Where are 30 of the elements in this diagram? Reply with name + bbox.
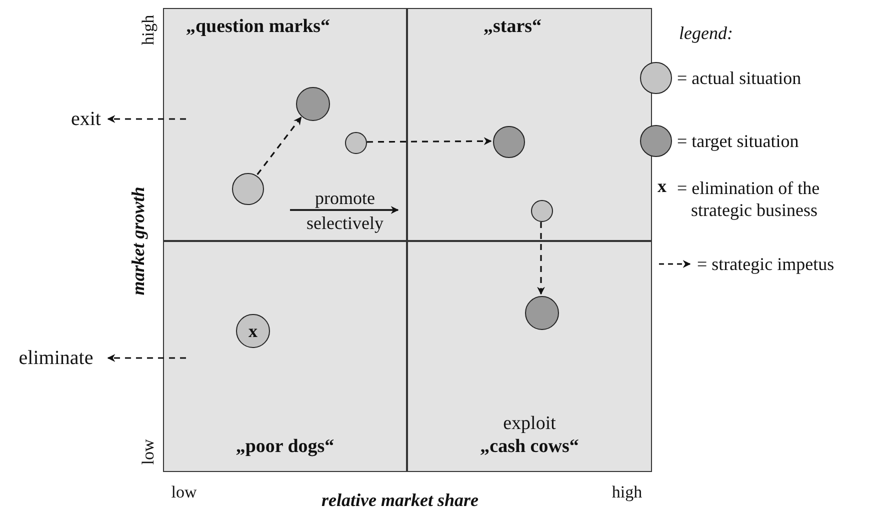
dashed-arrow xyxy=(256,116,302,175)
quadrant-box xyxy=(407,241,652,472)
axis-label: low xyxy=(140,439,156,465)
axis-label: high xyxy=(612,484,642,500)
dashed-arrow xyxy=(107,115,186,123)
quadrant-title: „poor dogs“ xyxy=(236,435,334,459)
dashed-arrow xyxy=(537,222,545,295)
legend-text: = elimination of the strategic business xyxy=(677,177,821,221)
quadrant-title: „stars“ xyxy=(483,15,542,39)
legend-symbol: x xyxy=(658,177,666,195)
legend-text: = target situation xyxy=(677,130,800,152)
legend-text: = strategic impetus xyxy=(697,253,836,275)
quadrant-box xyxy=(163,8,407,241)
legend-title: legend: xyxy=(679,24,733,42)
quadrant-box xyxy=(407,8,652,241)
quadrant-title: exploit xyxy=(503,412,556,436)
axis-label: low xyxy=(171,484,197,500)
dashed-arrow xyxy=(107,354,186,362)
axis-label: high xyxy=(140,14,156,46)
quadrant-title: „cash cows“ xyxy=(480,435,579,459)
action-label: exit xyxy=(66,106,106,132)
axis-label: market growth xyxy=(129,186,147,296)
arrow-label: promote xyxy=(315,189,375,207)
quadrant-title: „question marks“ xyxy=(186,15,330,39)
dashed-arrow xyxy=(367,137,492,146)
action-label: eliminate xyxy=(6,345,106,371)
legend-text: = actual situation xyxy=(677,67,802,89)
arrow-label: selectively xyxy=(306,214,384,232)
quadrant-box xyxy=(163,241,407,472)
axis-label: relative market share xyxy=(322,491,478,509)
